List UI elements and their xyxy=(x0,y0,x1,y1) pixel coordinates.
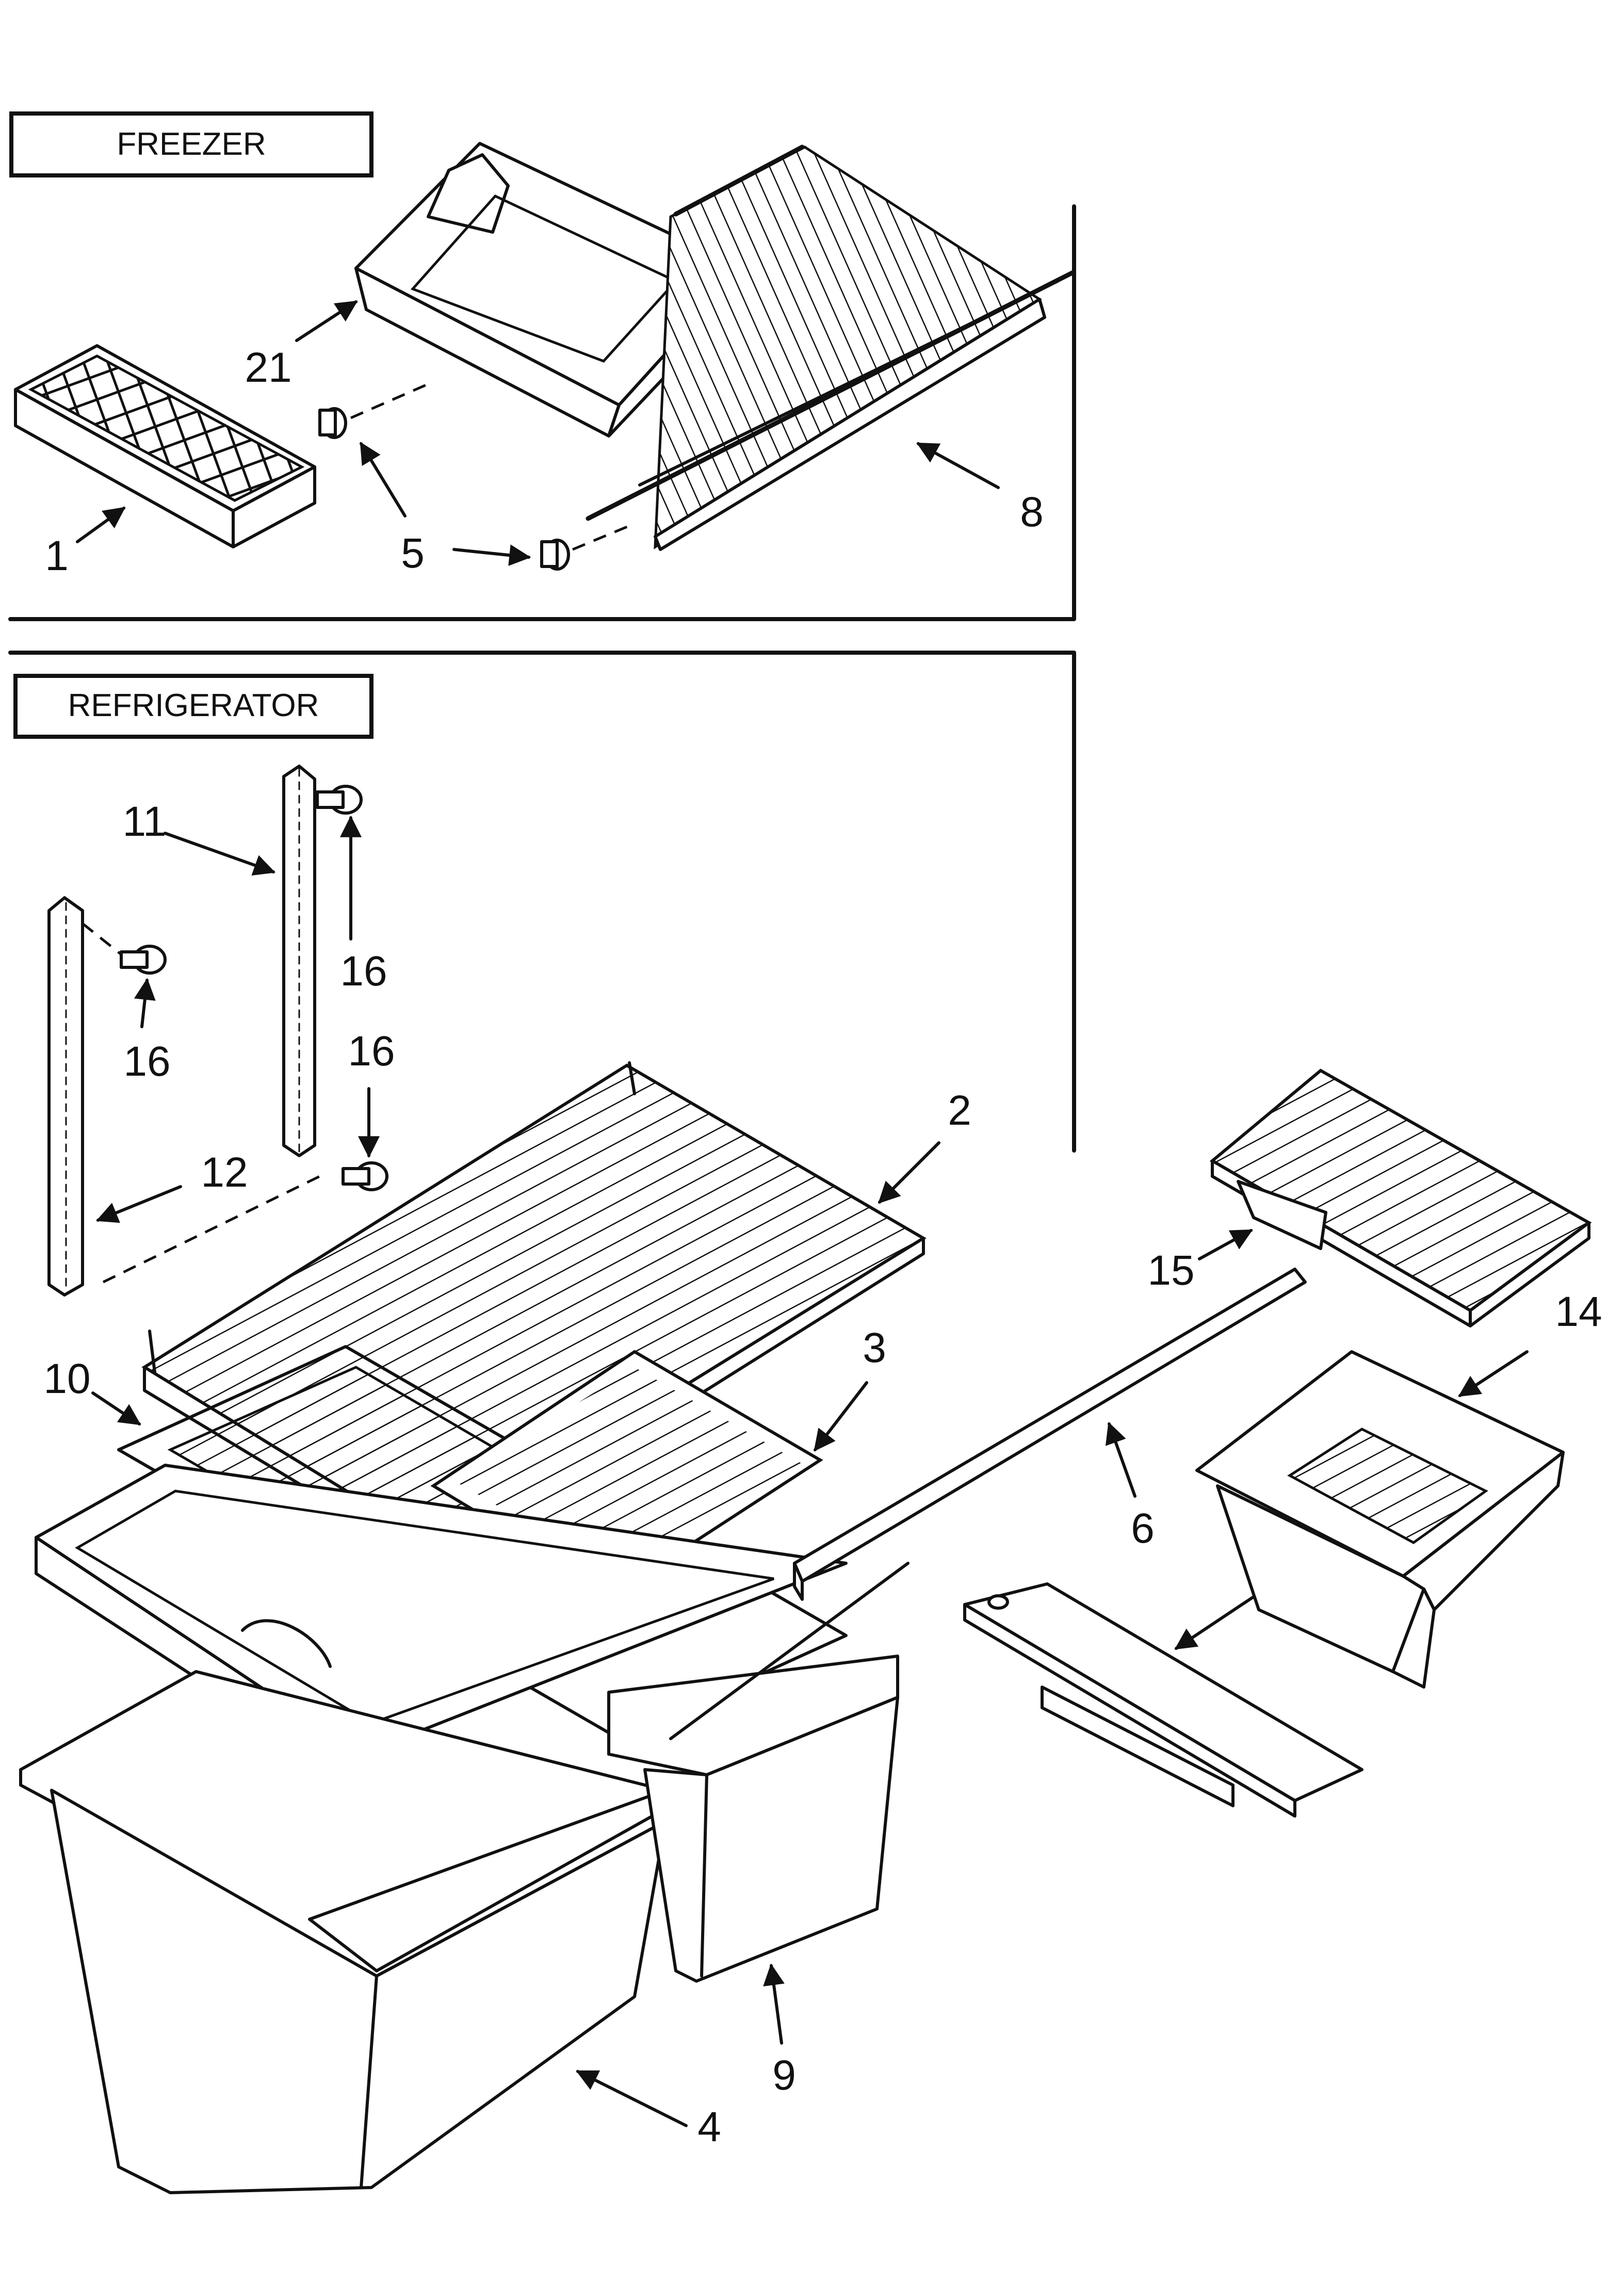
callout-4: 4 xyxy=(697,2103,721,2150)
refrigerator-frame xyxy=(8,651,1076,1153)
callout-21: 21 xyxy=(245,344,291,391)
leader-7 xyxy=(1174,1590,1263,1650)
callout-11: 11 xyxy=(122,798,166,845)
shelf-trim-strip xyxy=(793,1268,1307,1601)
leader-6 xyxy=(1105,1422,1136,1498)
freezer-title-box xyxy=(9,111,373,177)
callout-16c: 16 xyxy=(348,1028,395,1075)
leader-5b xyxy=(452,544,531,566)
callout-8: 8 xyxy=(1020,489,1044,536)
freezer-wire-shelf xyxy=(586,144,1076,551)
leader-15 xyxy=(1198,1229,1253,1260)
screw-upper xyxy=(316,785,363,815)
leader-14 xyxy=(1458,1350,1529,1397)
callout-3: 3 xyxy=(863,1324,886,1371)
screw-lower xyxy=(342,1161,388,1191)
leader-11 xyxy=(164,832,275,876)
refrigerator-title-box xyxy=(13,674,373,739)
crisper-drawer-left xyxy=(19,1670,672,2194)
leader-1 xyxy=(76,507,126,543)
leader-5a xyxy=(360,442,407,517)
leader-10 xyxy=(91,1391,141,1426)
freezer-frame xyxy=(8,204,1076,621)
callout-2: 2 xyxy=(948,1087,971,1134)
leader-12 xyxy=(96,1185,182,1223)
cover-support-rail xyxy=(669,1562,1363,1818)
callout-5: 5 xyxy=(401,530,425,577)
freezer-section: FREEZER 1 21 8 xyxy=(8,111,1076,621)
leader-9 xyxy=(763,1963,785,2045)
leader-8 xyxy=(916,442,1000,489)
leader-4 xyxy=(576,2070,688,2127)
shelf-support-lower xyxy=(540,522,635,571)
callout-15: 15 xyxy=(1147,1247,1194,1294)
leader-2 xyxy=(878,1141,940,1204)
meat-keeper-drawer xyxy=(1195,1350,1565,1689)
refrigerator-title: REFRIGERATOR xyxy=(68,688,319,723)
shelf-ladder-front xyxy=(47,896,84,1297)
screw-left xyxy=(82,922,167,975)
callout-6: 6 xyxy=(1131,1505,1155,1552)
refrigerator-section: REFRIGERATOR 11 12 16 16 xyxy=(8,651,1602,2194)
leader-16b xyxy=(134,978,156,1028)
crisper-drawer-right xyxy=(607,1655,899,1983)
callout-10: 10 xyxy=(43,1355,90,1402)
callout-1: 1 xyxy=(45,532,69,579)
meat-keeper-cover xyxy=(1209,1068,1592,1327)
callout-9: 9 xyxy=(772,2052,796,2099)
callout-16a: 16 xyxy=(340,948,387,995)
shelf-support-upper xyxy=(318,380,434,439)
freezer-title: FREEZER xyxy=(117,126,266,162)
leader-21 xyxy=(295,300,358,342)
callout-16b: 16 xyxy=(123,1038,170,1085)
callout-14: 14 xyxy=(1555,1288,1602,1335)
ice-cube-tray xyxy=(14,344,316,548)
leader-3 xyxy=(814,1381,868,1452)
callout-12: 12 xyxy=(201,1149,248,1196)
shelf-ladder-rear xyxy=(282,765,316,1157)
ladder-link-line xyxy=(102,1172,326,1284)
